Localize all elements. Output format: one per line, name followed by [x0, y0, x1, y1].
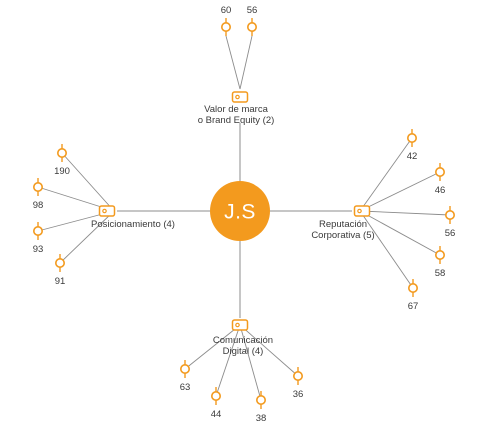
- leaf-label: 46: [435, 185, 446, 196]
- key-icon: [32, 222, 43, 240]
- leaf-label: 91: [55, 276, 66, 287]
- connector-reputation-leaf: [359, 137, 413, 212]
- leaf-node[interactable]: 91: [55, 254, 66, 287]
- key-icon: [292, 367, 303, 385]
- leaf-label: 58: [435, 268, 446, 279]
- hub-node[interactable]: J.S: [210, 181, 270, 241]
- leaf-node[interactable]: 58: [435, 246, 446, 279]
- key-icon: [247, 18, 258, 36]
- category-label-line: Posicionamiento (4): [91, 219, 175, 230]
- connector-brand-equity-leaf: [239, 35, 253, 90]
- leaf-label: 56: [445, 228, 456, 239]
- leaf-label: 93: [33, 244, 44, 255]
- key-icon: [56, 144, 67, 162]
- leaf-label: 38: [256, 413, 267, 424]
- category-label-line: Comunicación: [213, 335, 273, 346]
- leaf-node[interactable]: 190: [54, 144, 70, 177]
- leaf-node[interactable]: 63: [180, 360, 191, 393]
- leaf-node[interactable]: 56: [247, 5, 258, 36]
- key-icon: [255, 391, 266, 409]
- category-label-line: Valor de marca: [204, 104, 268, 115]
- key-icon: [211, 387, 222, 405]
- leaf-node[interactable]: 93: [33, 222, 44, 255]
- leaf-node[interactable]: 44: [211, 387, 222, 420]
- leaf-node[interactable]: 98: [33, 178, 44, 211]
- category-label-line: Reputación: [319, 219, 367, 230]
- leaf-label: 63: [180, 382, 191, 393]
- connector-reputation-leaf: [359, 210, 441, 256]
- hub-circle: [210, 181, 270, 241]
- leaf-label: 36: [293, 389, 304, 400]
- tag-icon: [231, 91, 249, 103]
- category-label-line: Corporativa (5): [311, 230, 374, 241]
- leaf-label: 56: [247, 5, 258, 16]
- key-icon: [434, 246, 445, 264]
- key-icon: [434, 163, 445, 181]
- key-icon: [406, 129, 417, 147]
- leaf-label: 98: [33, 200, 44, 211]
- key-icon: [407, 279, 418, 297]
- leaf-node[interactable]: 67: [408, 279, 419, 312]
- connector-positioning-leaf: [61, 152, 115, 212]
- category-label-line: Digital (4): [223, 346, 264, 357]
- connector-digital-leaf: [239, 324, 299, 377]
- leaf-label: 67: [408, 301, 419, 312]
- key-icon: [444, 206, 455, 224]
- key-icon: [32, 178, 43, 196]
- connector-reputation-leaf: [359, 210, 414, 289]
- leaf-label: 44: [211, 409, 222, 420]
- connector-digital-leaf: [239, 324, 262, 401]
- key-icon: [180, 360, 191, 378]
- leaf-node[interactable]: 38: [256, 391, 267, 424]
- leaf-label: 42: [407, 151, 418, 162]
- category-label: Posicionamiento (4): [91, 219, 175, 230]
- category-node-positioning[interactable]: Posicionamiento (4): [91, 205, 175, 230]
- connector-positioning-leaf: [59, 210, 115, 264]
- connector-reputation-leaf: [359, 171, 441, 212]
- tag-icon: [231, 319, 249, 331]
- leaf-node[interactable]: 56: [445, 206, 456, 239]
- tag-icon: [353, 205, 371, 217]
- connector-digital-leaf: [184, 324, 241, 370]
- connector-digital-leaf: [215, 324, 241, 397]
- tag-icon: [98, 205, 116, 217]
- connector-reputation-leaf: [359, 210, 451, 216]
- hub-label: J.S: [224, 201, 256, 224]
- leaf-node[interactable]: 42: [407, 129, 418, 162]
- leaf-node[interactable]: 46: [435, 163, 446, 196]
- category-label-line: o Brand Equity (2): [198, 115, 275, 126]
- key-icon: [54, 254, 65, 272]
- leaf-node[interactable]: 60: [221, 5, 232, 36]
- leaf-label: 60: [221, 5, 232, 16]
- leaf-node[interactable]: 36: [293, 367, 304, 400]
- connector-brand-equity-leaf: [225, 35, 241, 90]
- key-icon: [221, 18, 232, 36]
- leaf-label: 190: [54, 166, 70, 177]
